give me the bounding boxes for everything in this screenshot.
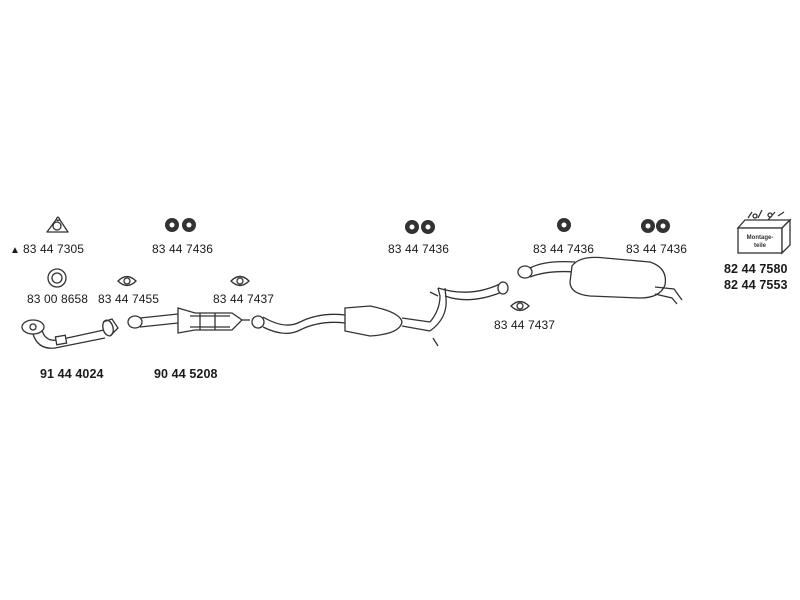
label-8344-7437-2: 83 44 7437 — [494, 318, 556, 332]
label-8300-8658: 83 00 8658 — [27, 292, 89, 306]
catalytic-converter — [127, 307, 250, 334]
mounting-kit-box-icon: Montage- teile — [736, 209, 792, 255]
triangle-gasket-icon — [46, 216, 69, 233]
part-number: 83 44 7305 — [23, 242, 85, 256]
rear-silencer — [517, 256, 683, 305]
label-9144-4024: 91 44 4024 — [40, 367, 104, 381]
label-8344-7437-1: 83 44 7437 — [213, 292, 275, 306]
front-pipe — [21, 318, 119, 349]
oval-flange-gasket-icon — [230, 275, 250, 287]
warning-triangle-icon: ▲ — [10, 245, 20, 256]
oval-flange-gasket-icon — [510, 300, 530, 312]
rubber-hanger-pair-icon — [641, 219, 670, 233]
rubber-hanger-pair-icon — [405, 220, 435, 234]
oval-flange-gasket-icon — [117, 275, 137, 287]
kit-box-text-line-1: Montage- — [747, 235, 774, 241]
label-8344-7455: 83 44 7455 — [98, 292, 160, 306]
label-8344-7436-2: 83 44 7436 — [388, 242, 450, 256]
rear-pipe — [429, 281, 509, 301]
label-8244-7553: 82 44 7553 — [724, 278, 788, 292]
ring-gasket-icon — [47, 268, 67, 288]
label-9044-5208: 90 44 5208 — [154, 367, 218, 381]
kit-box-text-line-2: teile — [754, 243, 767, 249]
label-8244-7580: 82 44 7580 — [724, 262, 788, 276]
middle-silencer — [251, 287, 447, 347]
label-8344-7305: ▲83 44 7305 — [10, 242, 84, 258]
rubber-hanger-pair-icon — [165, 218, 196, 232]
label-8344-7436-3: 83 44 7436 — [533, 242, 595, 256]
label-8344-7436-4: 83 44 7436 — [626, 242, 688, 256]
label-8344-7436-1: 83 44 7436 — [152, 242, 214, 256]
rubber-hanger-pair-icon — [557, 218, 571, 232]
